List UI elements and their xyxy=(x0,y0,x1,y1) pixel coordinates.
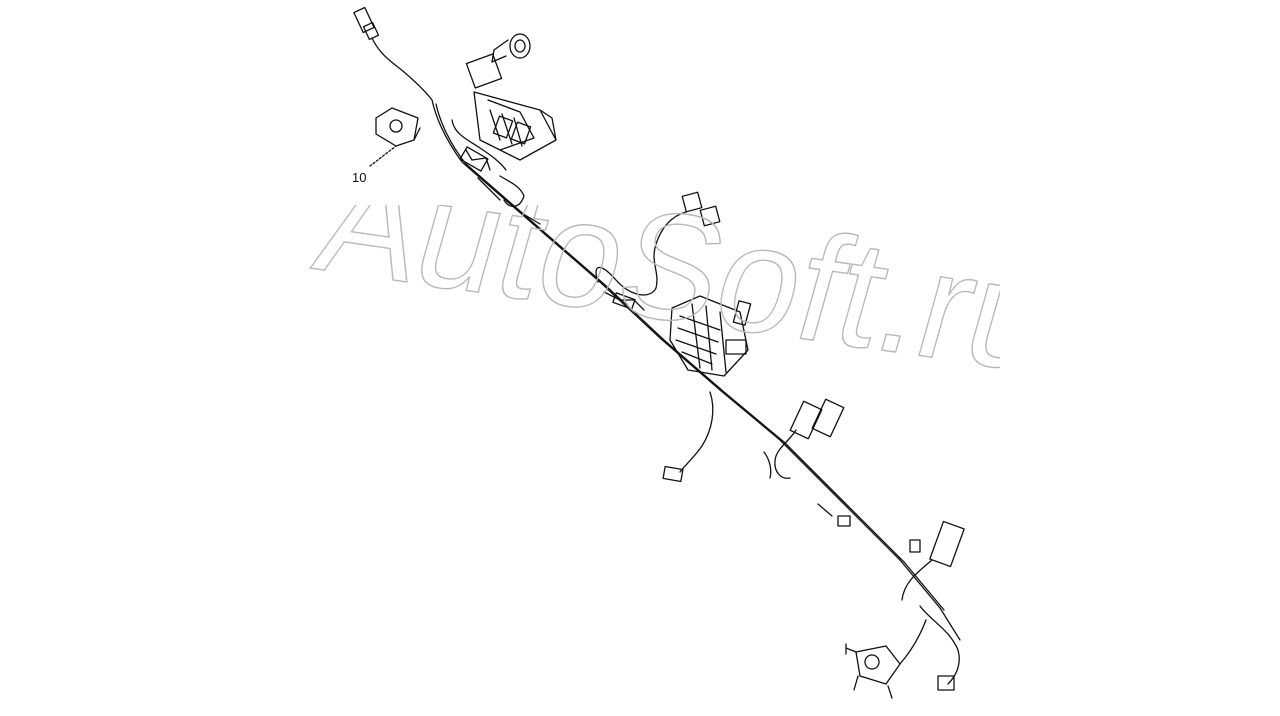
callout-leader-10 xyxy=(369,145,397,167)
watermark: AutoSoft.ru xyxy=(300,205,1000,405)
dual-connector-upper xyxy=(595,191,721,296)
side-connectors-right xyxy=(763,398,845,479)
mounting-bracket xyxy=(375,107,421,147)
hanging-connector-left xyxy=(662,391,714,483)
fuse-box-upper xyxy=(473,91,557,161)
bottom-sensor-assembly xyxy=(845,619,927,699)
top-plug-connector xyxy=(353,6,433,101)
round-connector xyxy=(465,33,531,89)
callout-label: 10 xyxy=(352,170,367,185)
lower-right-connector xyxy=(901,520,965,691)
watermark-text: AutoSoft.ru xyxy=(301,205,1000,404)
central-relay-cluster xyxy=(603,291,752,377)
upper-loop-cables xyxy=(451,119,525,207)
junction-connector-middle xyxy=(817,503,851,527)
